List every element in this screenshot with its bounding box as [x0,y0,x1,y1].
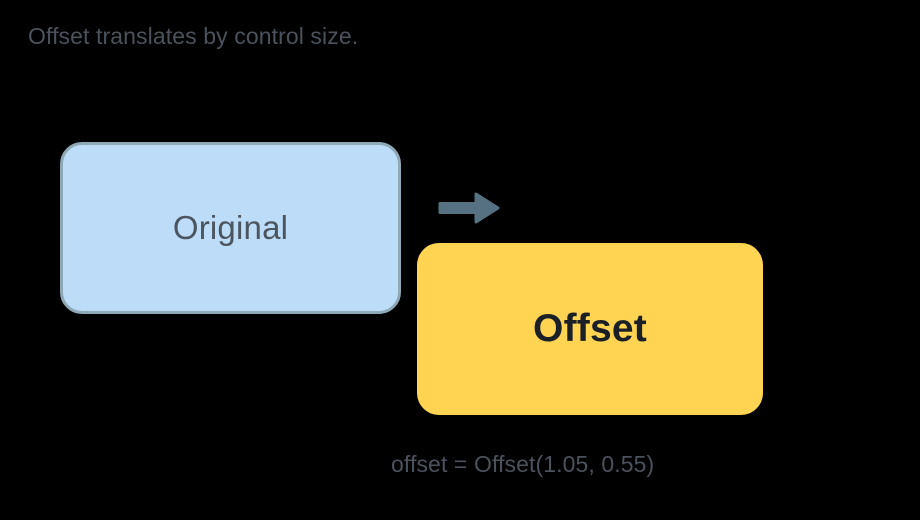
offset-box-label: Offset [533,307,647,350]
original-control-box: Original [60,142,401,314]
offset-code-caption: offset = Offset(1.05, 0.55) [391,451,655,477]
arrow-right-icon [438,190,500,226]
figure-title: Offset translates by control size. [28,23,359,49]
offset-control-box: Offset [417,243,763,415]
original-box-label: Original [172,209,289,246]
